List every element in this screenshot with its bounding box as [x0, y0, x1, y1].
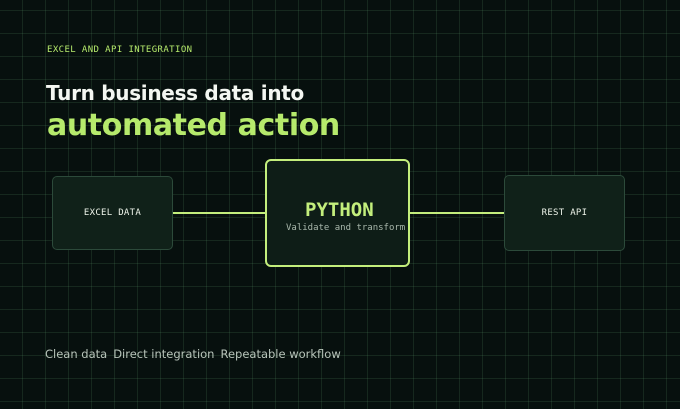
feature-tags: Clean data Direct integration Repeatable… [45, 347, 341, 361]
headline-line-1: Turn business data into [46, 81, 304, 105]
feature-tag: Clean data [45, 347, 108, 361]
feature-tag: Repeatable workflow [220, 347, 341, 361]
node-excel-data-label: EXCEL DATA [83, 208, 142, 218]
headline-line-2: automated action [47, 108, 340, 143]
edge-python-to-api [409, 212, 505, 214]
edge-excel-to-python [172, 212, 266, 214]
node-python-subtitle: Validate and transform [286, 223, 406, 233]
node-python: PYTHON Validate and transform [265, 159, 410, 267]
node-rest-api-label: REST API [541, 208, 588, 218]
feature-tag: Direct integration [113, 347, 215, 361]
node-rest-api: REST API [504, 175, 625, 251]
node-excel-data: EXCEL DATA [52, 176, 173, 250]
eyebrow-label: EXCEL AND API INTEGRATION [47, 45, 193, 55]
node-python-label: PYTHON [305, 199, 374, 221]
